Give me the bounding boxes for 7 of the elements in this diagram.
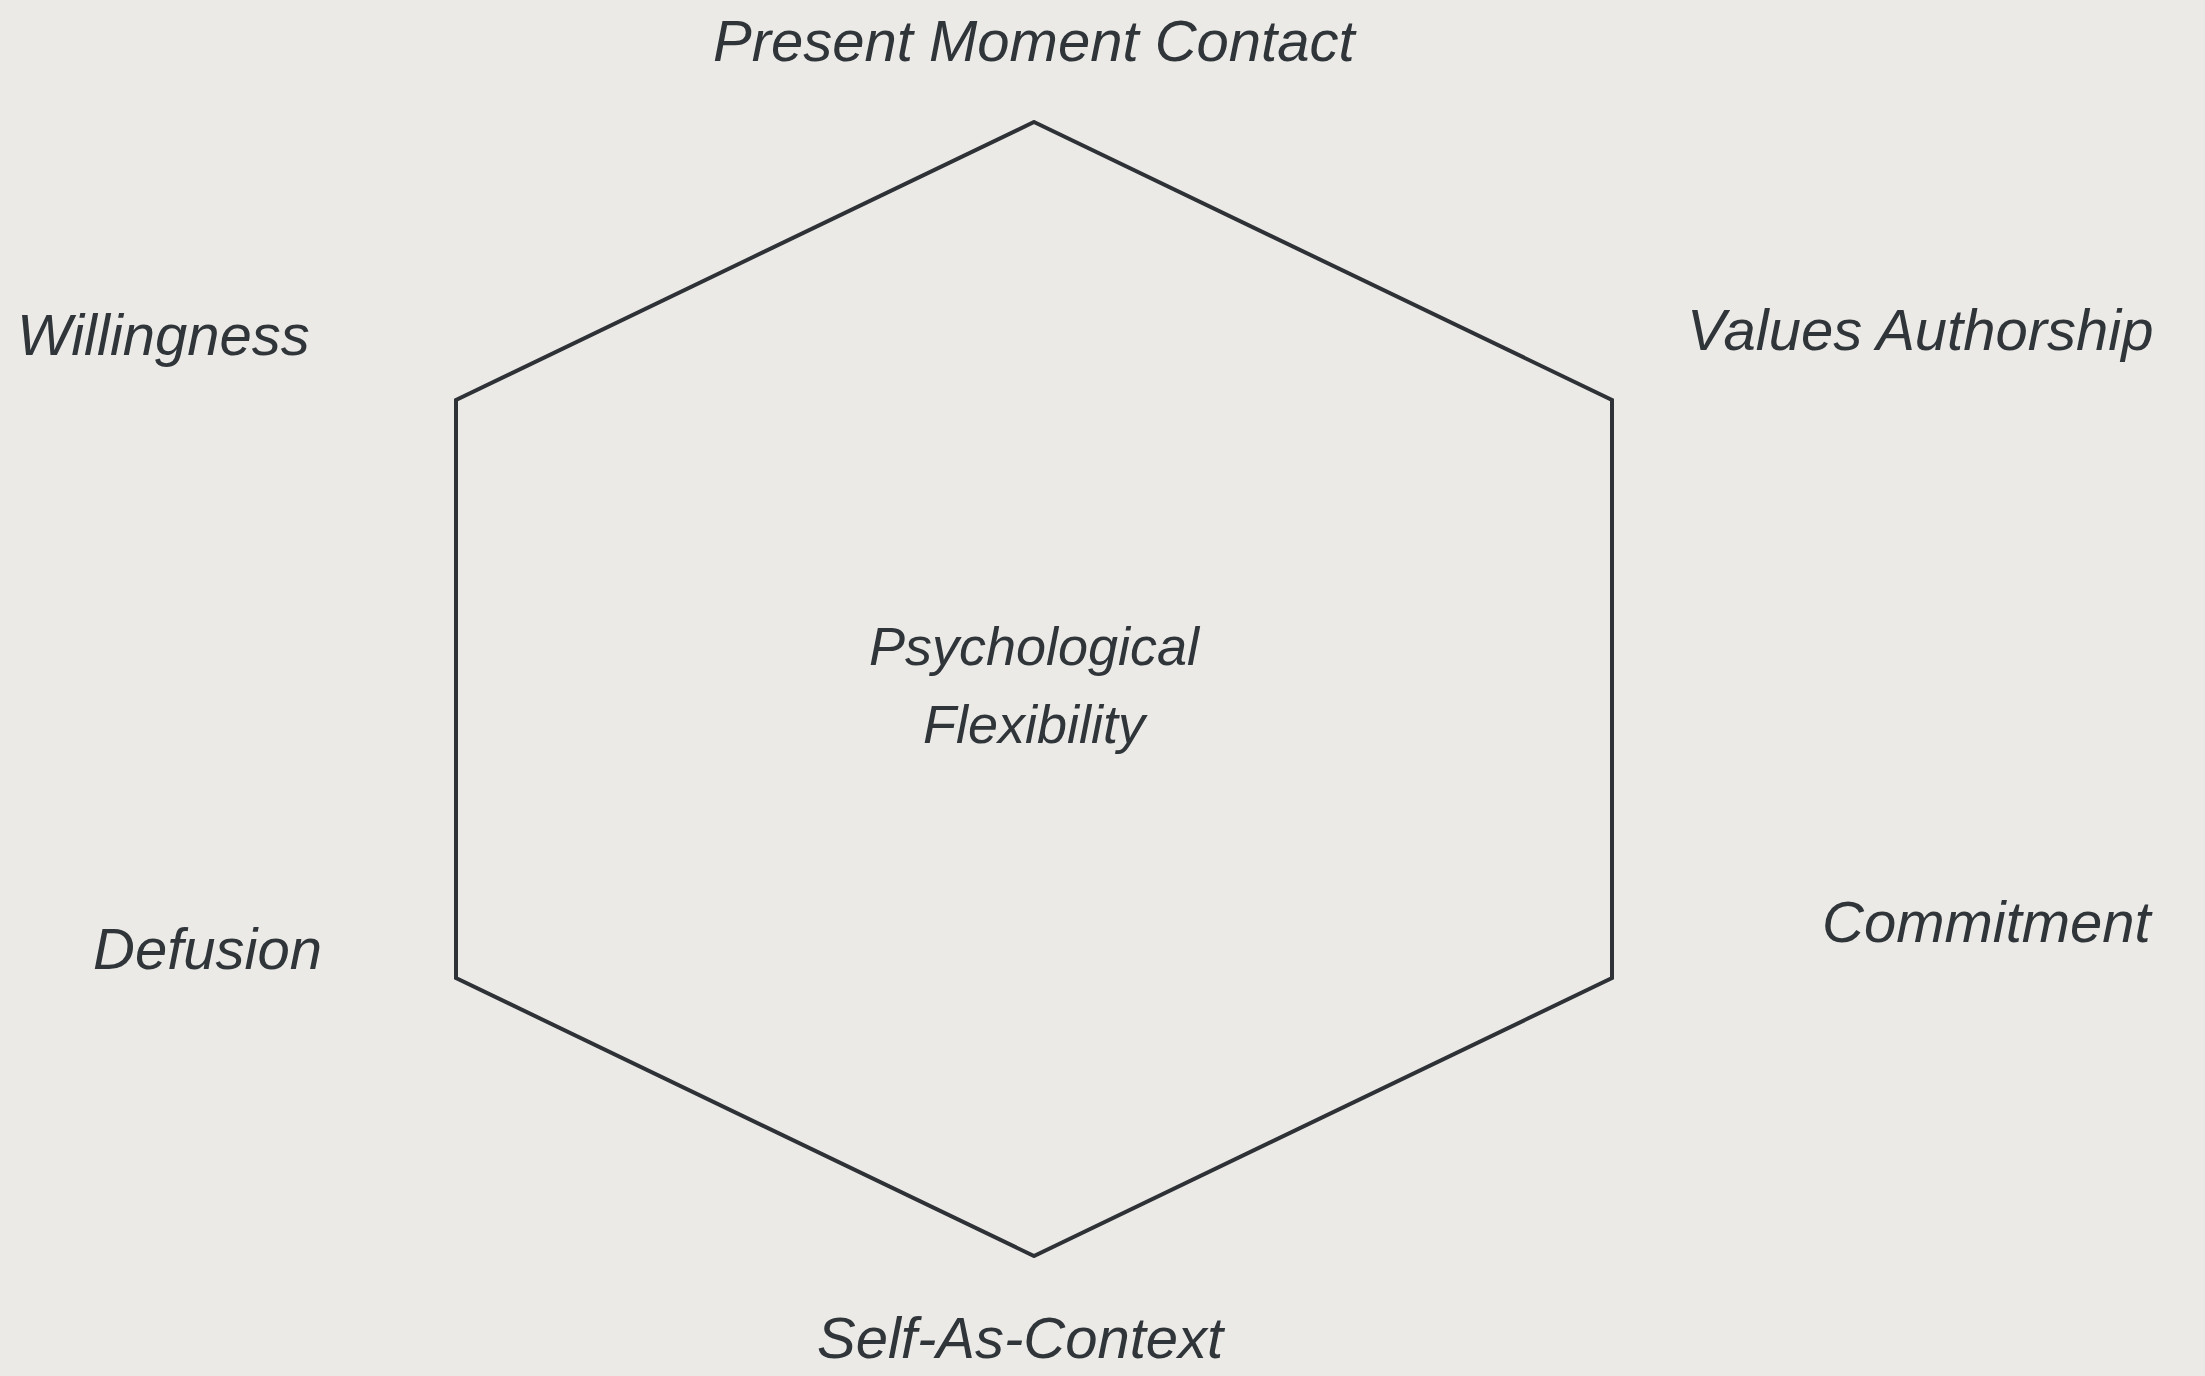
vertex-label: Commitment bbox=[1822, 888, 2151, 956]
center-label: Psychological Flexibility bbox=[867, 615, 1201, 756]
vertex-label: Defusion bbox=[93, 915, 322, 983]
vertex-label: Values Authorship bbox=[1687, 296, 2154, 364]
vertex-label: Present Moment Contact bbox=[713, 7, 1355, 75]
vertex-label: Willingness bbox=[17, 301, 310, 369]
vertex-label: Self-As-Context bbox=[817, 1304, 1224, 1372]
